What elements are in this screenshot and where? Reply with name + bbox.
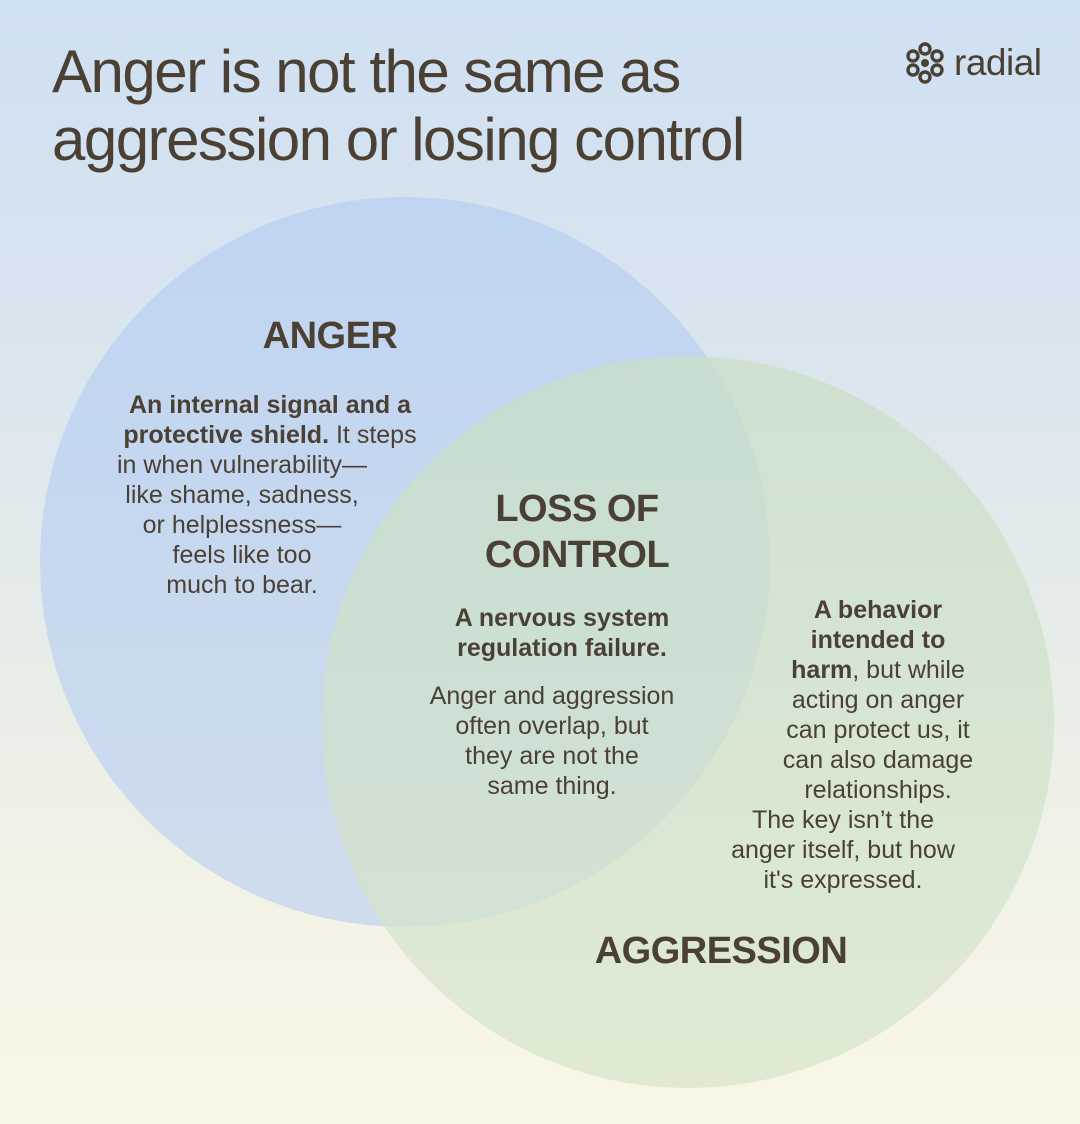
loss-of-control-summary: A nervous system regulation failure. (402, 603, 722, 663)
anger-description-rest: in when vulnerability— like shame, sadne… (42, 450, 442, 600)
anger-description: An internal signal and a protective shie… (70, 390, 470, 450)
flower-logo-icon (906, 42, 944, 84)
page-title: Anger is not the same as aggression or l… (52, 38, 872, 174)
brand-name: radial (954, 42, 1042, 83)
aggression-line-6: can also damage (782, 746, 974, 774)
aggression-heading: AGGRESSION (594, 930, 848, 972)
aggression-line-3-rest: , but while (852, 656, 965, 684)
loss-of-control-bold-line-2: regulation failure. (457, 634, 667, 662)
aggression-line-8: The key isn’t the (751, 806, 935, 834)
loss-of-control-line-3: they are not the (465, 742, 639, 770)
aggression-circle (322, 356, 1054, 1088)
loss-of-control-line-4: same thing. (487, 772, 617, 800)
title-line-2: aggression or losing control (52, 106, 745, 173)
brand-logo: radial (904, 40, 1042, 86)
aggression-line-9: anger itself, but how (731, 836, 955, 864)
anger-line-3: in when vulnerability— (116, 451, 368, 479)
aggression-bold-line-2: intended to (810, 626, 946, 654)
title-line-1: Anger is not the same as (52, 38, 681, 105)
anger-bold-line-1: An internal signal and a (129, 391, 411, 419)
anger-line-6: feels like too (172, 541, 312, 569)
aggression-description: A behavior intended to harm, but while a… (728, 595, 1028, 805)
loss-of-control-heading: LOSS OF CONTROL (437, 486, 717, 578)
anger-line-2-rest: It steps (329, 421, 417, 449)
loss-of-control-heading-line-1: LOSS OF (495, 488, 659, 530)
anger-line-5: or helplessness— (142, 511, 342, 539)
aggression-line-5: can protect us, it (786, 716, 970, 744)
aggression-bold-line-3: harm (791, 656, 853, 684)
loss-of-control-description: Anger and aggression often overlap, but … (392, 681, 712, 801)
loss-of-control-line-1: Anger and aggression (429, 682, 675, 710)
loss-of-control-line-2: often overlap, but (455, 712, 649, 740)
aggression-bold-line-1: A behavior (813, 596, 943, 624)
aggression-line-4: acting on anger (791, 686, 965, 714)
aggression-line-10: it's expressed. (763, 866, 923, 894)
anger-bold-line-2: protective shield. (123, 421, 330, 449)
anger-heading: ANGER (262, 315, 398, 357)
aggression-line-7: relationships. (804, 776, 952, 804)
anger-line-7: much to bear. (166, 571, 318, 599)
aggression-conclusion: The key isn’t the anger itself, but how … (693, 805, 993, 895)
loss-of-control-heading-line-2: CONTROL (484, 534, 670, 576)
anger-line-4: like shame, sadness, (125, 481, 359, 509)
loss-of-control-bold-line-1: A nervous system (454, 604, 670, 632)
